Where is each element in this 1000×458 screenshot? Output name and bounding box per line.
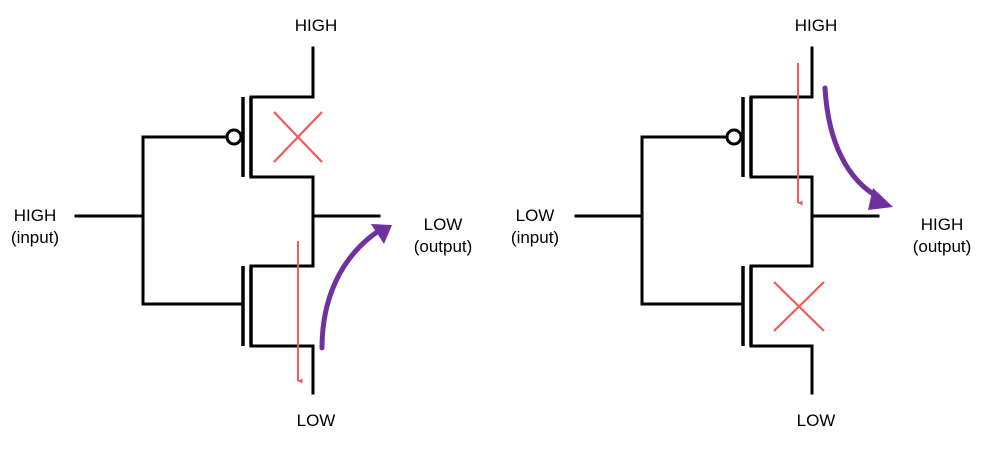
right-output-arrow [822,85,893,210]
right-inverter [574,46,893,395]
left-input-caption: (input) [10,228,60,247]
right-vdd-label: HIGH [794,16,838,35]
left-output-caption: (output) [413,237,473,256]
right-pmos-transistor [741,95,814,179]
left-output-value: LOW [423,215,463,234]
left-vdd-label: HIGH [294,16,338,35]
right-output-value: HIGH [920,215,964,234]
left-gnd-label: LOW [296,411,336,430]
left-inverter [74,46,392,395]
left-input-label: HIGH (input) [0,205,70,249]
left-pmos-off-cross [273,111,323,163]
right-input-caption: (input) [510,228,560,247]
left-pmos-transistor [241,95,315,179]
right-pmos-inversion-bubble [725,128,743,146]
right-output-label: HIGH (output) [902,214,982,258]
left-input-value: HIGH [13,206,57,225]
right-input-label: LOW (input) [500,205,570,249]
left-nmos-transistor [241,264,315,348]
right-nmos-off-cross [773,281,825,332]
right-input-value: LOW [515,206,555,225]
right-nmos-transistor [741,264,814,348]
left-pmos-inversion-bubble [225,128,243,146]
right-gnd-label: LOW [796,411,836,430]
right-output-caption: (output) [912,237,972,256]
left-output-arrow [319,224,392,351]
left-output-label: LOW (output) [403,214,483,258]
